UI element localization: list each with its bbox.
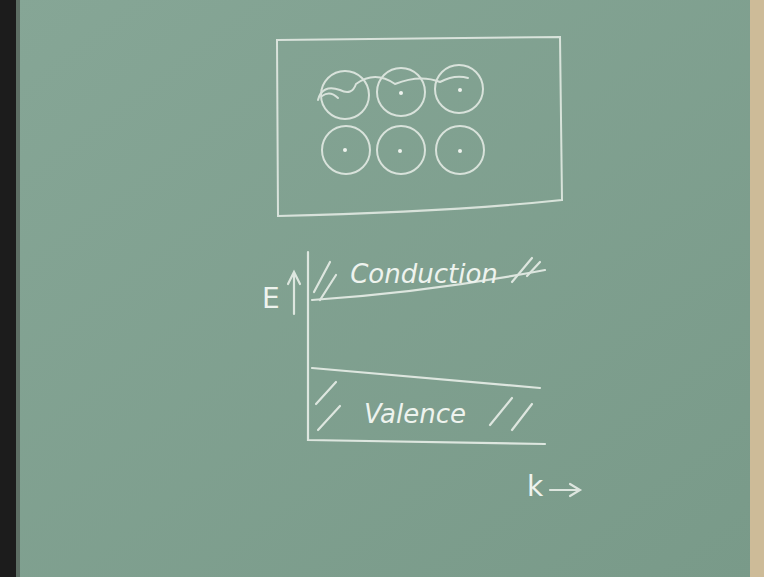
atom-circle (377, 126, 425, 174)
energy-arrow (288, 272, 300, 314)
energy-band: Valence (345, 394, 485, 434)
valence-band-edge (312, 368, 540, 388)
atom-circle (321, 71, 369, 119)
nucleus-dot (398, 149, 402, 153)
hatch (490, 398, 532, 430)
atom-dots (343, 88, 462, 153)
atom-circle (377, 68, 425, 116)
electron-path (322, 93, 338, 98)
axis-label: k (527, 470, 543, 503)
electron-path (318, 77, 468, 100)
board-frame (750, 0, 764, 577)
momentum-arrow (550, 484, 580, 496)
band-label: Valence (364, 399, 466, 429)
band-diagram (288, 252, 580, 496)
nucleus-dot (399, 91, 403, 95)
atom-circle (435, 65, 483, 113)
atom-circle (322, 126, 370, 174)
crystal-box (277, 37, 562, 216)
nucleus-dot (343, 148, 347, 152)
nucleus-dot (458, 149, 462, 153)
band-label: Conduction (350, 259, 498, 289)
hatch (316, 382, 340, 430)
hatch (314, 262, 336, 300)
board-frame-edge (16, 0, 20, 577)
lattice-sketch (277, 37, 562, 216)
hatch (512, 258, 540, 282)
axis-label: E (262, 282, 280, 315)
nucleus-dot (458, 88, 462, 92)
energy-band: Conduction (340, 254, 508, 294)
board-frame (0, 0, 16, 577)
atom-circle (436, 126, 484, 174)
axes (308, 252, 545, 444)
